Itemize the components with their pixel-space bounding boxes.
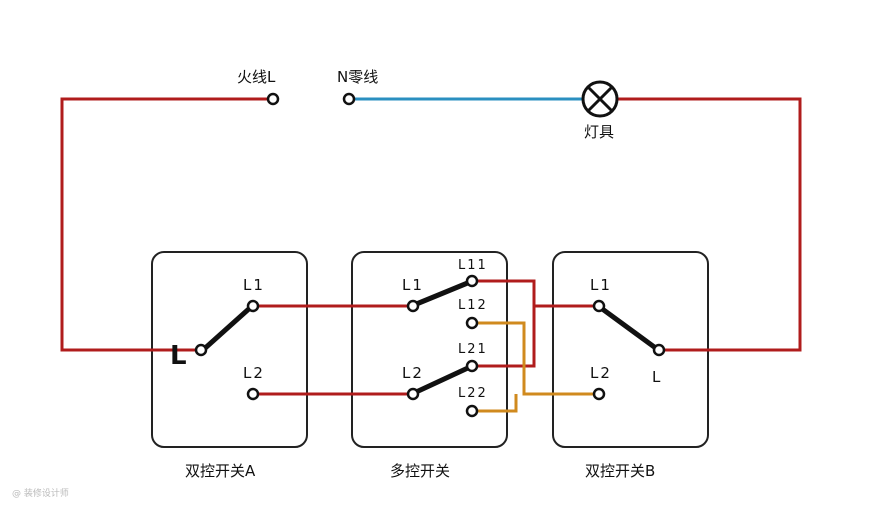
wire-l12-to-b-l2 [474,321,598,396]
switch-a-lever [200,304,254,353]
multi-l11-terminal [465,274,479,288]
switch-a-common-label: L [170,341,187,371]
multi-l1-terminal [406,299,420,313]
multi-l22-label: L22 [458,386,488,401]
switch-b-l2-label: L2 [590,364,612,382]
switch-b-l1-terminal [592,299,606,313]
multi-l1-label: L1 [402,276,424,294]
live-terminal [266,92,280,106]
switch-a-caption: 双控开关A [185,462,256,480]
multi-l21-label: L21 [458,342,488,357]
live-feed-wire [60,97,273,352]
switch-b-common-terminal [652,343,666,357]
switch-b-lever [598,305,660,352]
wire-l11-to-b-l1 [474,279,598,308]
switch-a-common-terminal [194,343,208,357]
wire-b-common-to-lamp [618,97,802,352]
multi-l2-terminal [406,387,420,401]
multi-caption: 多控开关 [390,462,450,480]
switch-a-l2-terminal [246,387,260,401]
switch-a-l1-terminal [246,299,260,313]
multi-switch-box [351,251,508,448]
wire-l22-to-b-l2 [474,394,518,413]
traveler-wires [474,321,598,413]
terminals [194,92,666,418]
switch-b-l1-label: L1 [590,276,612,294]
multi-l12-label: L12 [458,298,488,313]
lamp-label: 灯具 [584,123,614,141]
multi-lever-top [411,279,473,308]
neutral-label: N零线 [337,68,378,86]
wire-l21-to-b-l1 [474,306,536,368]
watermark: @ 装修设计师 [12,487,69,499]
multi-l21-terminal [465,359,479,373]
switch-b-caption: 双控开关B [585,462,655,480]
switch-levers [200,279,660,396]
live-label: 火线L [237,68,276,86]
multi-lever-bottom [411,364,473,396]
multi-l11-label: L11 [458,258,488,273]
neutral-terminal [342,92,356,106]
multi-l22-terminal [465,404,479,418]
switch-b-common-label: L [652,368,661,386]
switch-a-l2-label: L2 [243,364,265,382]
lamp-symbol [581,80,619,118]
live-wires [60,97,802,396]
switch-b-l2-terminal [592,387,606,401]
switch-a-l1-label: L1 [243,276,265,294]
multi-l2-label: L2 [402,364,424,382]
multi-l12-terminal [465,316,479,330]
